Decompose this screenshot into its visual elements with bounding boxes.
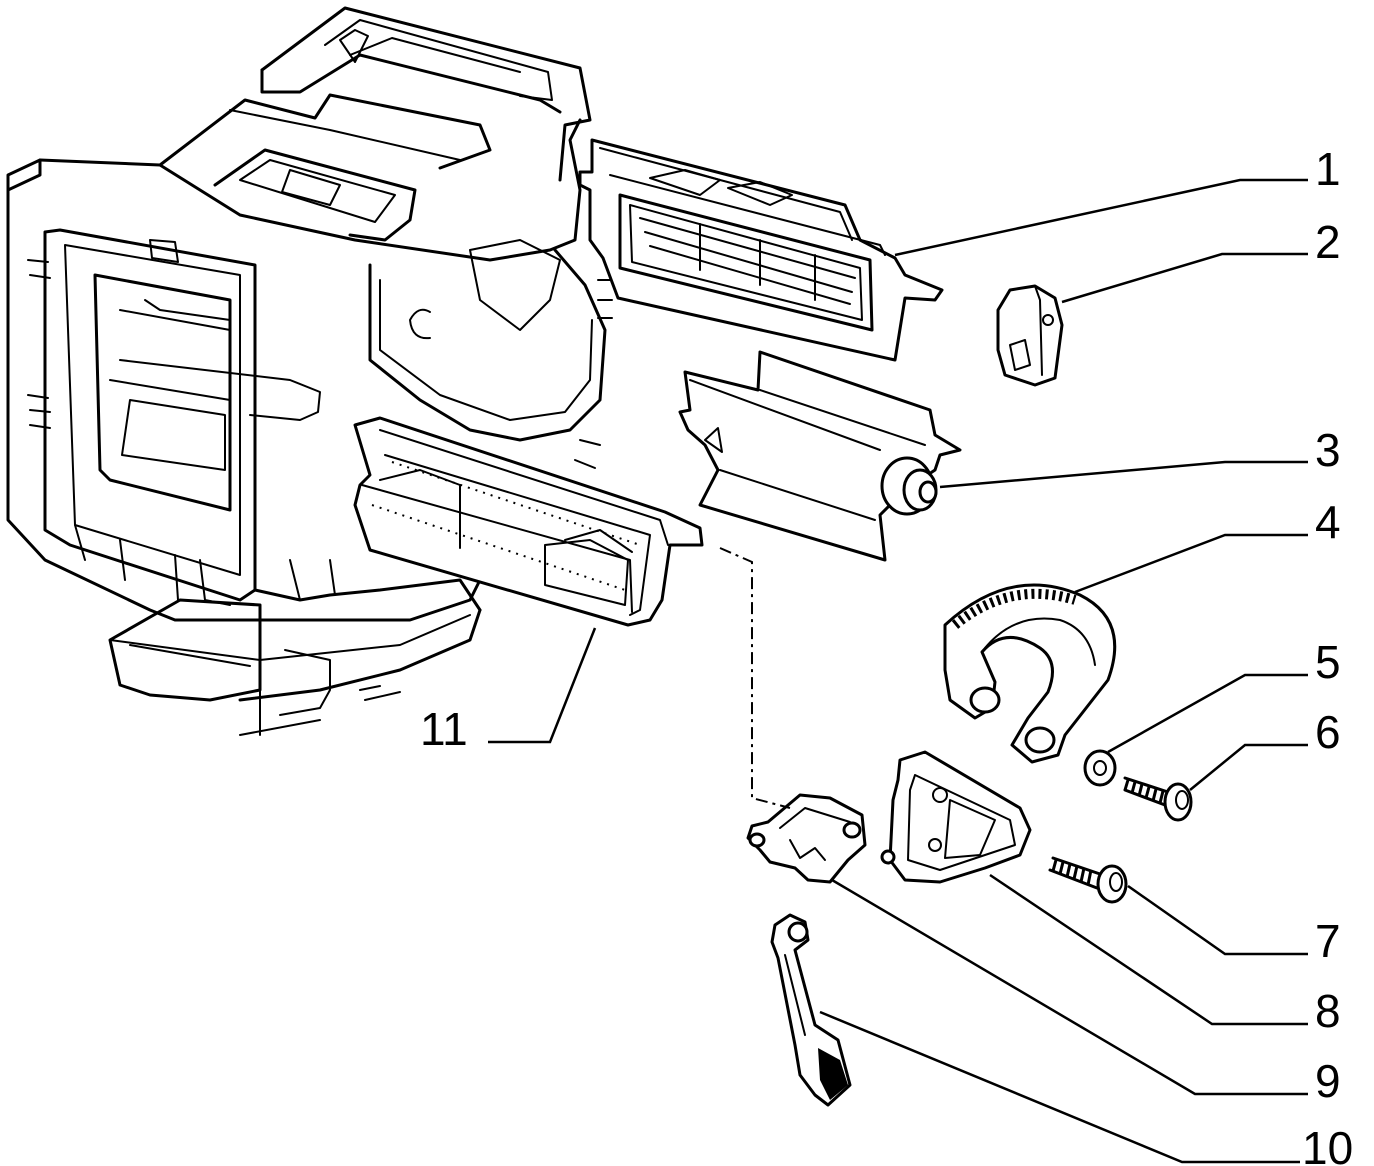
callout-1: 1 <box>1315 143 1341 195</box>
leader-4 <box>1074 533 1308 594</box>
part-5-washer <box>1083 749 1117 787</box>
part-6-screw <box>1123 776 1193 822</box>
callout-11: 11 <box>420 703 468 755</box>
leader-7 <box>1127 884 1308 956</box>
leader-1 <box>894 178 1308 257</box>
leader-5 <box>1107 673 1308 754</box>
assembly-axis-line <box>719 547 791 809</box>
callout-5: 5 <box>1315 636 1341 688</box>
part-8-bracket <box>880 750 1032 884</box>
leader-9 <box>831 878 1308 1096</box>
leader-6 <box>1189 743 1308 791</box>
callout-10: 10 <box>1302 1122 1353 1166</box>
part-2-clip <box>996 284 1064 387</box>
part-3-air-flap <box>678 350 962 562</box>
leader-3 <box>939 460 1308 489</box>
leader-11 <box>488 627 597 744</box>
part-4-toothed-sector <box>943 583 1117 764</box>
part-7-screw <box>1048 856 1128 904</box>
callout-6: 6 <box>1315 706 1341 758</box>
callout-8: 8 <box>1315 985 1341 1037</box>
leader-lines <box>488 178 1308 1164</box>
callout-labels: 1 2 3 4 5 6 7 8 9 10 11 <box>420 143 1353 1166</box>
part-11-lower-duct <box>353 416 704 627</box>
heater-housing <box>6 6 613 736</box>
leader-10 <box>819 1010 1300 1164</box>
callout-4: 4 <box>1315 496 1341 548</box>
leader-8 <box>989 873 1308 1026</box>
leader-2 <box>1061 252 1308 304</box>
callout-2: 2 <box>1315 216 1341 268</box>
callout-7: 7 <box>1315 915 1341 967</box>
part-10-lever <box>770 913 852 1107</box>
part-9-lever-support <box>746 793 867 884</box>
part-1-air-outlet-grille <box>578 138 944 362</box>
callout-3: 3 <box>1315 424 1341 476</box>
callout-9: 9 <box>1315 1055 1341 1107</box>
